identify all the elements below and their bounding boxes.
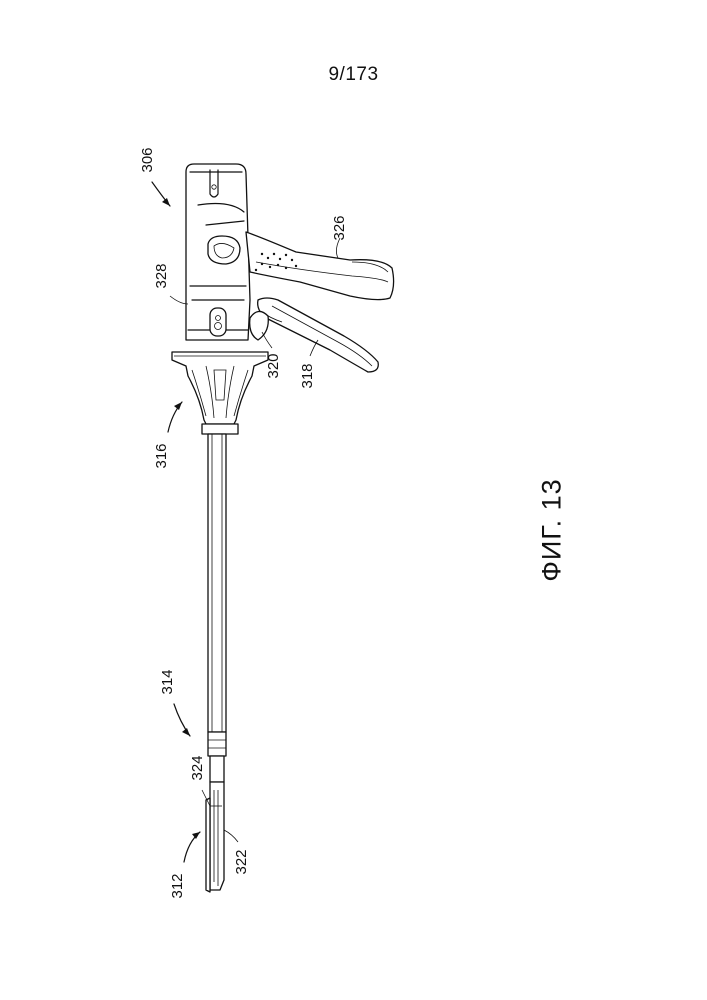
slider-switch [210,308,226,336]
ref-label-306: 306 [139,147,156,172]
ref-label-320: 320 [265,353,282,378]
ref-label-314: 314 [159,669,176,694]
ref-312: 312 [169,832,200,899]
ref-label-328: 328 [153,263,170,288]
ref-328: 328 [153,263,188,304]
ref-314: 314 [159,669,190,736]
ref-label-324: 324 [189,755,206,780]
ref-316: 316 [153,402,182,469]
ref-label-312: 312 [169,873,186,898]
ref-318: 318 [299,340,318,389]
ref-label-316: 316 [153,443,170,468]
ref-label-326: 326 [331,215,348,240]
figure-label: ФИГ. 13 [537,478,568,581]
ref-322: 322 [224,830,250,875]
rotation-knob [172,352,268,434]
ref-326: 326 [331,215,348,258]
pistol-grip [246,232,394,300]
button-window [208,236,240,264]
end-effector [206,782,224,892]
ref-label-318: 318 [299,363,316,388]
ref-label-322: 322 [233,849,250,874]
ref-324: 324 [189,755,210,806]
ref-320: 320 [262,332,282,379]
ref-306: 306 [139,147,170,206]
shaft [208,434,226,782]
